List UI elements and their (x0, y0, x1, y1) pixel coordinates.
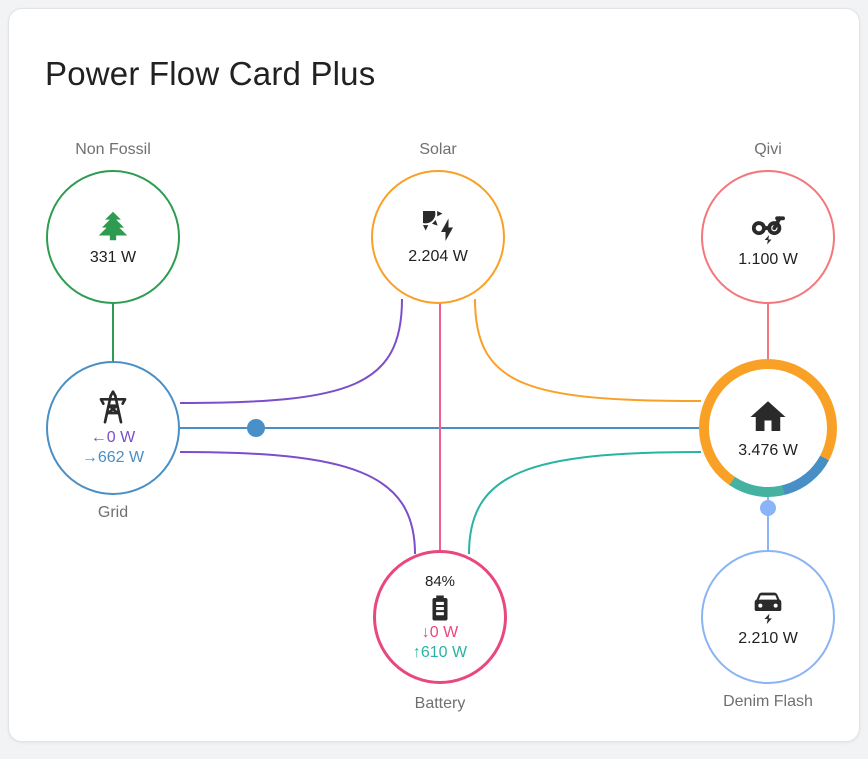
qivi-node[interactable]: 1.100 W (701, 170, 835, 304)
card-title: Power Flow Card Plus (45, 55, 376, 92)
pine-tree-icon (98, 211, 128, 240)
battery-from-battery-value: ↑610 W (412, 643, 468, 661)
grid-to-grid-value: ←0 W (90, 429, 136, 446)
home-node[interactable]: 3.476 W (699, 359, 837, 497)
home-value: 3.476 W (738, 441, 798, 459)
flow-battery-to-home (468, 451, 702, 555)
battery-icon (432, 595, 448, 620)
non-fossil-value: 331 W (89, 248, 137, 266)
qivi-value: 1.100 W (738, 250, 798, 268)
solar-label: Solar (419, 141, 457, 158)
electric-scooter-icon (751, 215, 785, 245)
grid-label: Grid (97, 504, 129, 521)
battery-state-of-charge: 84% (424, 572, 456, 590)
grid-node[interactable]: ←0 W →662 W (46, 361, 180, 495)
flow-solar-to-grid (179, 298, 403, 404)
non-fossil-label: Non Fossil (75, 141, 151, 158)
flow-grid-to-battery (179, 451, 416, 555)
flow-solar-to-home (474, 298, 702, 402)
non-fossil-node[interactable]: 331 W (46, 170, 180, 304)
denim-flash-flow-dot (760, 500, 776, 516)
battery-to-battery-value: ↓0 W (421, 623, 459, 641)
grid-flow-dot (247, 419, 265, 437)
home-icon (750, 400, 786, 431)
solar-node[interactable]: 2.204 W (371, 170, 505, 304)
denim-flash-node[interactable]: 2.210 W (701, 550, 835, 684)
solar-power-icon (423, 210, 453, 241)
battery-node[interactable]: 84% ↓0 W ↑610 W (373, 550, 507, 684)
electric-car-icon (754, 592, 782, 624)
qivi-label: Qivi (754, 141, 782, 158)
solar-value: 2.204 W (408, 247, 468, 265)
battery-label: Battery (414, 695, 466, 712)
grid-from-grid-value: →662 W (81, 449, 145, 466)
transmission-tower-icon (99, 390, 127, 424)
denim-flash-value: 2.210 W (738, 629, 798, 647)
denim-flash-label: Denim Flash (723, 693, 813, 710)
power-flow-card: Power Flow Card Plus Non Fossil Solar Qi… (8, 8, 860, 742)
flow-lines-layer (112, 298, 776, 555)
